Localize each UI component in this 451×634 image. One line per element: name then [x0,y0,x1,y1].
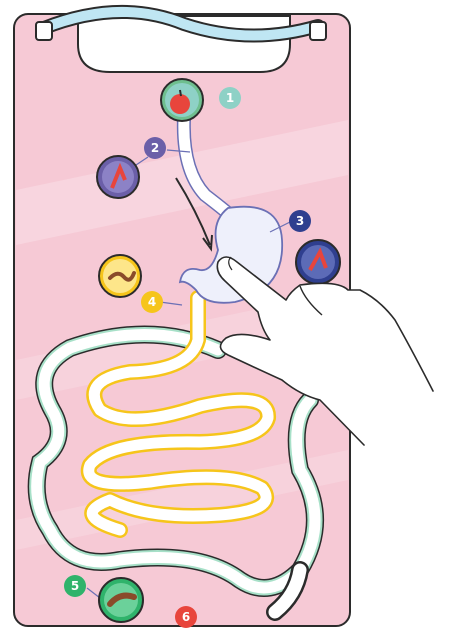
chewed-food-icon[interactable] [97,156,139,198]
svg-text:4: 4 [148,295,156,309]
step-badge-4: 4 [141,291,163,313]
svg-text:3: 3 [296,214,304,228]
stomach-food-icon[interactable] [296,240,340,284]
svg-text:6: 6 [182,610,190,624]
step-badge-2: 2 [144,137,166,159]
step-badge-1: 1 [219,87,241,109]
digested-food-icon[interactable] [99,255,141,297]
svg-text:5: 5 [71,579,79,593]
step-badge-3: 3 [289,210,311,232]
svg-text:2: 2 [151,141,159,155]
apple-icon[interactable] [161,79,203,121]
waste-icon[interactable] [99,578,143,622]
step-badge-5: 5 [64,575,86,597]
svg-text:1: 1 [226,91,234,105]
step-badge-6: 6 [175,606,197,628]
